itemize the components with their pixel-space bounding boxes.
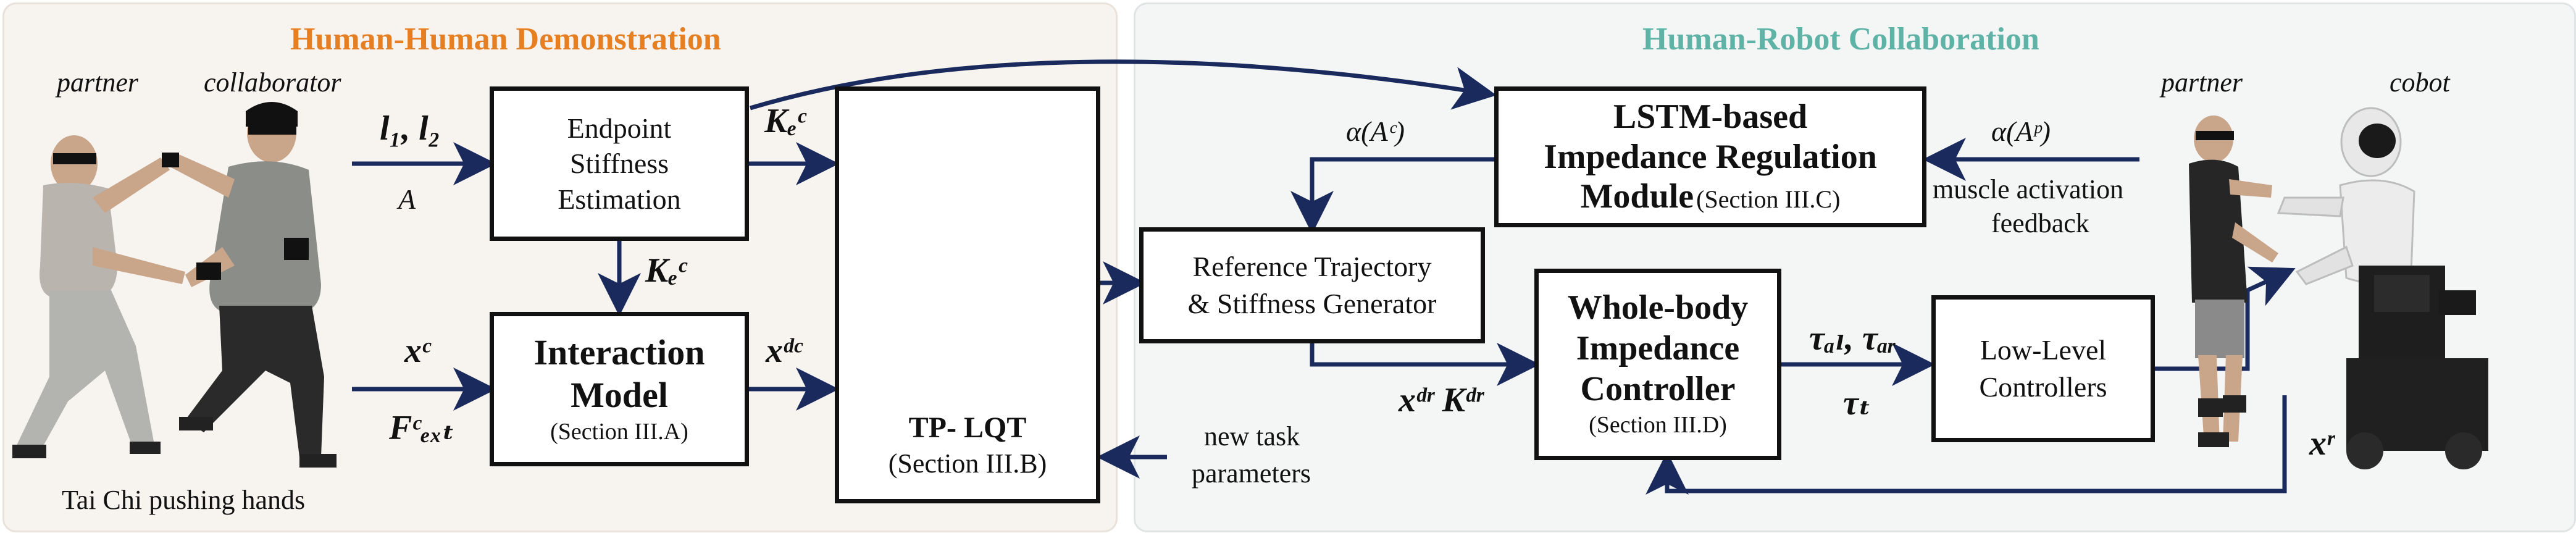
tp-lqt-block: TP- LQT (Section III.B) — [835, 86, 1100, 503]
reference-line1: Reference Trajectory — [1192, 251, 1432, 283]
endpoint-stiffness-estimation-block: Endpoint Stiffness Estimation — [490, 86, 749, 241]
interaction-section: (Section III.A) — [550, 418, 688, 445]
partner-label-right: partner — [2161, 67, 2243, 98]
tai-chi-caption: Tai Chi pushing hands — [62, 485, 306, 515]
signal-xdr-Kdr: xᵈʳ Kᵈʳ — [1399, 381, 1483, 419]
partner-label-left: partner — [57, 67, 138, 98]
whole-body-impedance-controller-block: Whole-body Impedance Controller (Section… — [1534, 269, 1781, 460]
lstm-line3: Module — [1580, 177, 1694, 216]
lowlevel-line1: Low-Level — [1980, 334, 2107, 366]
feedback-label: feedback — [1991, 208, 2089, 238]
signal-xc: xᶜ — [404, 332, 431, 370]
reference-line2: & Stiffness Generator — [1187, 288, 1437, 319]
stiffness-line3: Estimation — [558, 183, 681, 215]
signal-alpha-Ac: α(Aᶜ) — [1346, 115, 1405, 147]
cobot-photo — [2189, 107, 2488, 469]
wbic-section: (Section III.D) — [1589, 412, 1727, 439]
tplqt-title: TP- LQT — [908, 411, 1027, 444]
lstm-line2: Impedance Regulation — [1544, 137, 1877, 176]
left-panel-title: Human-Human Demonstration — [290, 22, 721, 57]
signal-tau-al-ar: τₐₗ, τₐᵣ — [1809, 319, 1896, 358]
robot-figure — [2277, 107, 2488, 469]
signal-Fext: Fᶜₑₓₜ — [389, 409, 455, 447]
lstm-line1: LSTM-based — [1613, 98, 1808, 136]
tplqt-section: (Section III.B) — [888, 448, 1047, 479]
interaction-model-block: Interaction Model (Section III.A) — [490, 312, 749, 466]
tai-chi-photo — [12, 102, 337, 468]
wbic-line1: Whole-body — [1567, 288, 1749, 327]
partner-figure — [12, 135, 185, 458]
parameters-label: parameters — [1192, 458, 1311, 489]
right-partner-figure — [2189, 115, 2278, 447]
lowlevel-line2: Controllers — [1979, 371, 2107, 403]
signal-tau-t: τₜ — [1843, 384, 1871, 422]
collaborator-figure — [170, 102, 337, 468]
signal-Kec-top: Kₑᶜ — [764, 102, 806, 140]
left-arrows — [352, 59, 1497, 479]
signal-xdc: xᵈᶜ — [766, 332, 803, 370]
wbic-line2: Impedance — [1576, 329, 1740, 368]
signal-A: A — [398, 183, 416, 215]
cobot-label: cobot — [2390, 67, 2450, 98]
reference-trajectory-generator-block: Reference Trajectory & Stiffness Generat… — [1139, 227, 1485, 343]
signal-alpha-Ap: α(Aᵖ) — [1991, 115, 2051, 147]
lstm-section: (Section III.C) — [1696, 185, 1841, 214]
lstm-impedance-module-block: LSTM-based Impedance Regulation Module (… — [1494, 86, 1926, 227]
collaborator-label: collaborator — [204, 67, 341, 98]
wbic-line3: Controller — [1580, 370, 1736, 409]
interaction-line2: Model — [571, 375, 668, 416]
stiffness-line1: Endpoint — [567, 112, 672, 144]
signal-Kec-mid: Kₑᶜ — [645, 251, 687, 290]
right-panel-title: Human-Robot Collaboration — [1642, 22, 2039, 57]
interaction-line1: Interaction — [533, 332, 705, 372]
signal-xr: xʳ — [2309, 424, 2334, 463]
signal-l1-l2: l₁, l₂ — [380, 109, 441, 148]
low-level-controllers-block: Low-Level Controllers — [1931, 295, 2155, 442]
muscle-activation-label: muscle activation — [1933, 174, 2124, 204]
new-task-label: new task — [1204, 421, 1300, 451]
stiffness-line2: Stiffness — [569, 148, 669, 180]
